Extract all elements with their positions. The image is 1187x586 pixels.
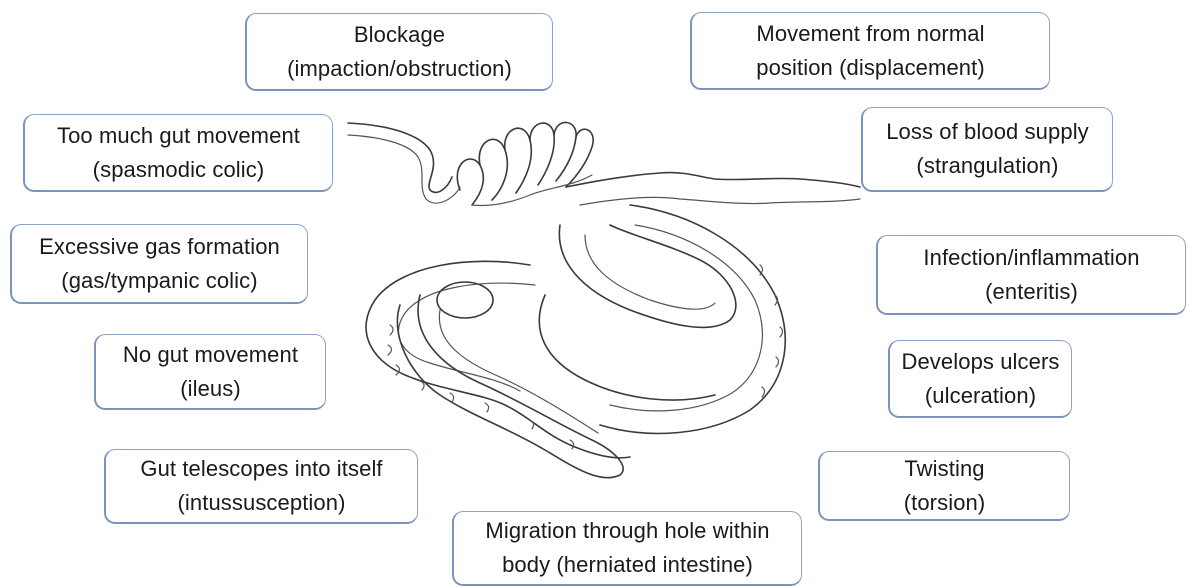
label-gas-colic: Excessive gas formation (gas/tympanic co…: [10, 224, 308, 304]
label-ileus: No gut movement (ileus): [94, 334, 326, 410]
label-intussusception-title: Gut telescopes into itself: [140, 452, 382, 486]
label-displacement-title: Movement from normal: [756, 17, 984, 51]
label-strangulation: Loss of blood supply (strangulation): [861, 107, 1113, 192]
intestine-coil-3: [505, 128, 532, 193]
label-enteritis-title: Infection/inflammation: [923, 241, 1139, 275]
label-blockage-term: (impaction/obstruction): [287, 52, 512, 86]
small-intestine-entry: [348, 123, 452, 192]
colon-right-curve-inner: [610, 225, 762, 411]
label-blockage-title: Blockage: [354, 18, 445, 52]
label-gas-title: Excessive gas formation: [39, 230, 280, 264]
intestine-coil-2: [479, 139, 507, 200]
small-intestine-entry-inner: [348, 135, 460, 203]
intestine-illustration: [330, 95, 875, 495]
label-displacement-term: position (displacement): [756, 51, 985, 85]
label-strangulation-term: (strangulation): [916, 149, 1058, 183]
intestine-coil-4: [530, 123, 554, 185]
label-herniation-title: Migration through hole within: [485, 514, 769, 548]
caecum-base: [437, 282, 493, 318]
label-enteritis: Infection/inflammation (enteritis): [876, 235, 1186, 315]
colon-outer-top-inner: [580, 197, 860, 205]
label-blockage: Blockage (impaction/obstruction): [245, 13, 553, 91]
label-enteritis-term: (enteritis): [985, 275, 1078, 309]
label-gas-term: (gas/tympanic colic): [61, 264, 257, 298]
label-spasmodic-title: Too much gut movement: [57, 119, 300, 153]
label-ulceration-title: Develops ulcers: [901, 345, 1059, 379]
intestine-coil-inner: [472, 175, 592, 206]
label-ileus-title: No gut movement: [123, 338, 298, 372]
label-strangulation-title: Loss of blood supply: [886, 115, 1089, 149]
intestine-coil-5: [554, 122, 576, 181]
label-herniation-term: body (herniated intestine): [502, 548, 753, 582]
colon-outer-top: [566, 173, 860, 187]
label-ulceration: Develops ulcers (ulceration): [888, 340, 1072, 418]
label-ulceration-term: (ulceration): [925, 379, 1036, 413]
label-torsion-title: Twisting: [904, 452, 984, 486]
label-intussusception: Gut telescopes into itself (intussuscept…: [104, 449, 418, 524]
label-ileus-term: (ileus): [180, 372, 241, 406]
intestine-coil-1: [457, 159, 483, 205]
label-torsion: Twisting (torsion): [818, 451, 1070, 521]
label-spasmodic-term: (spasmodic colic): [93, 153, 265, 187]
colon-mid-limb: [539, 295, 715, 400]
label-spasmodic-colic: Too much gut movement (spasmodic colic): [23, 114, 333, 192]
label-displacement: Movement from normal position (displacem…: [690, 12, 1050, 90]
colon-sacculations: [388, 265, 783, 449]
label-intussusception-term: (intussusception): [178, 486, 346, 520]
label-torsion-term: (torsion): [904, 486, 986, 520]
label-herniation: Migration through hole within body (hern…: [452, 511, 802, 586]
